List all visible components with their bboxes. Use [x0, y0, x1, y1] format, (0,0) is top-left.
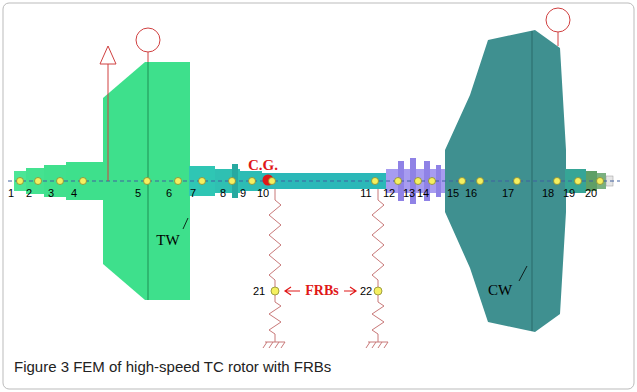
node-number: 16 — [465, 188, 477, 199]
fe-node-dot — [269, 178, 276, 185]
moment-symbol — [136, 28, 160, 52]
node-number: 3 — [48, 188, 54, 199]
force-arrow-head — [100, 46, 116, 64]
node-number: 20 — [585, 188, 597, 199]
node-number: 7 — [190, 188, 196, 199]
node-number: 17 — [502, 188, 514, 199]
node-number: 15 — [447, 188, 459, 199]
node-number: 18 — [542, 188, 554, 199]
node-number: 13 — [403, 188, 415, 199]
leader-line — [183, 218, 188, 229]
fe-node-dot — [35, 178, 42, 185]
figure-frame — [3, 3, 634, 389]
fe-node-dot — [57, 178, 64, 185]
fe-node-dot — [144, 178, 151, 185]
node-number: 1 — [8, 188, 14, 199]
leader-line — [519, 266, 527, 281]
cg-label: C.G. — [248, 158, 278, 173]
fe-node-dot — [395, 178, 402, 185]
fe-node-dot — [429, 178, 436, 185]
fe-node-dot — [372, 178, 379, 185]
fe-node-dot — [80, 178, 87, 185]
fe-node-dot — [597, 178, 604, 185]
bearing-spring — [372, 295, 384, 342]
moment-stem — [558, 32, 559, 46]
fe-node-dot — [249, 178, 256, 185]
fe-node-dot — [175, 178, 182, 185]
fe-nodes — [17, 178, 604, 296]
node-number: 14 — [417, 188, 429, 199]
bearing-label: FRBs — [305, 284, 338, 298]
force-arrow — [108, 64, 109, 181]
center-line — [8, 181, 620, 182]
node-number: 2 — [26, 188, 32, 199]
fe-node-dot — [514, 178, 521, 185]
fe-node-dot — [575, 178, 582, 185]
fe-node-dot — [374, 287, 382, 295]
node-number: 12 — [383, 188, 395, 199]
moment-symbol — [546, 8, 570, 32]
bearing-spring — [269, 295, 281, 342]
fe-node-dot — [459, 178, 466, 185]
node-number: 9 — [240, 188, 246, 199]
shaft-segment — [44, 165, 66, 197]
wheel-label: CW — [488, 283, 512, 298]
fe-node-dot — [415, 178, 422, 185]
node-number: 8 — [220, 188, 226, 199]
fe-node-dot — [271, 287, 279, 295]
ground-symbol — [366, 342, 388, 348]
pointer-arrow — [344, 287, 356, 295]
node-number: 22 — [360, 286, 372, 297]
node-number: 4 — [71, 188, 77, 199]
fe-node-dot — [554, 178, 561, 185]
fe-node-dot — [17, 178, 24, 185]
node-number: 5 — [135, 188, 141, 199]
bearing-spring — [269, 189, 281, 287]
node-number: 11 — [360, 188, 371, 199]
ground-symbol — [263, 342, 285, 348]
node-number: 19 — [563, 188, 575, 199]
fe-node-dot — [199, 178, 206, 185]
node-number: 10 — [257, 188, 269, 199]
wheel-label: TW — [156, 233, 179, 248]
node-number: 21 — [253, 286, 265, 297]
fe-node-dot — [477, 178, 484, 185]
pointer-arrow — [285, 287, 300, 295]
moment-stem — [148, 52, 149, 62]
wheel-divider — [532, 31, 533, 331]
node-number: 6 — [166, 188, 172, 199]
bearing-spring — [372, 189, 384, 287]
fe-node-dot — [229, 178, 236, 185]
figure-caption: Figure 3 FEM of high-speed TC rotor with… — [14, 358, 331, 375]
